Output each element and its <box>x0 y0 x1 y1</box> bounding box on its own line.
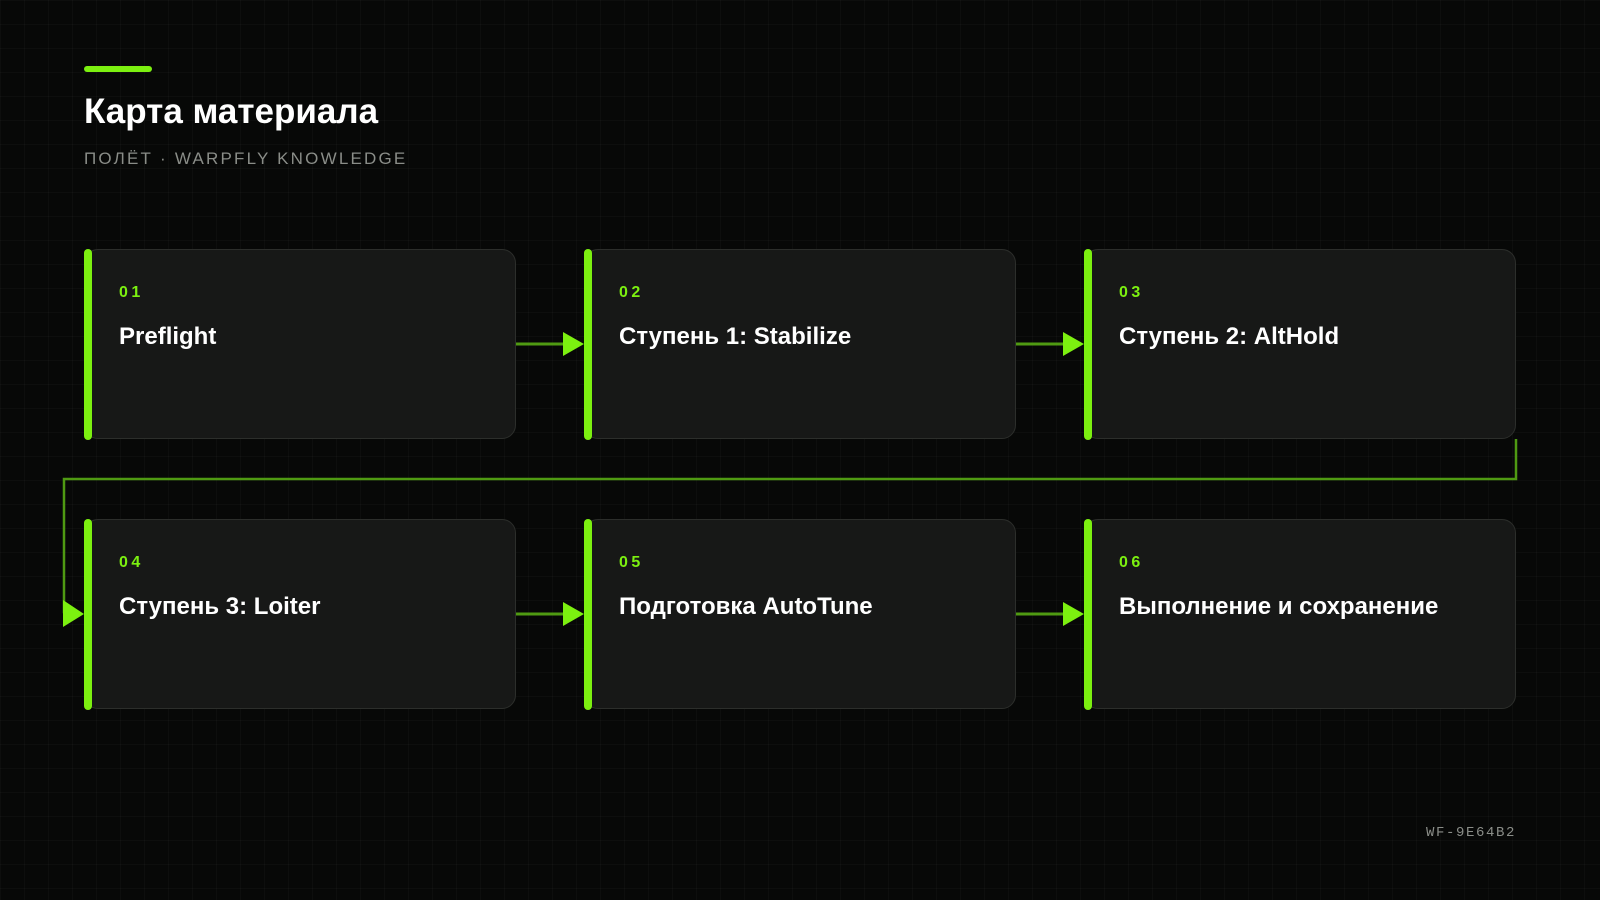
step-title: Подготовка AutoTune <box>619 593 873 620</box>
step-number: 04 <box>119 554 144 571</box>
step-number: 06 <box>1119 554 1144 571</box>
step-number: 05 <box>619 554 644 571</box>
card-accent-bar <box>83 518 92 710</box>
connector-2-3 <box>1016 332 1084 356</box>
page-subtitle: ПОЛЁТ · WARPFLY KNOWLEDGE <box>84 149 408 168</box>
connector-1-2 <box>516 332 584 356</box>
arrow-head-icon <box>63 600 84 627</box>
step-card-preflight[interactable]: 01 Preflight <box>83 248 516 440</box>
arrow-head-icon <box>1063 602 1084 626</box>
title-accent-bar <box>84 66 152 72</box>
connector-5-6 <box>1016 602 1084 626</box>
step-card-execute-save[interactable]: 06 Выполнение и сохранение <box>1083 518 1516 710</box>
connector-4-5 <box>516 602 584 626</box>
document-code: WF-9E64B2 <box>1425 825 1516 841</box>
card-accent-bar <box>1083 518 1092 710</box>
arrow-head-icon <box>563 602 584 626</box>
arrow-head-icon <box>1063 332 1084 356</box>
step-number: 02 <box>619 284 644 301</box>
step-title: Ступень 3: Loiter <box>119 593 321 620</box>
step-card-autotune-prep[interactable]: 05 Подготовка AutoTune <box>583 518 1016 710</box>
step-number: 03 <box>1119 284 1144 301</box>
step-card-loiter[interactable]: 04 Ступень 3: Loiter <box>83 518 516 710</box>
arrow-head-icon <box>563 332 584 356</box>
step-title: Ступень 2: AltHold <box>1119 323 1340 350</box>
card-accent-bar <box>583 518 592 710</box>
step-card-stabilize[interactable]: 02 Ступень 1: Stabilize <box>583 248 1016 440</box>
card-accent-bar <box>583 248 592 440</box>
page-title: Карта материала <box>84 92 379 131</box>
connector-3-4 <box>62 439 1518 627</box>
step-card-althold[interactable]: 03 Ступень 2: AltHold <box>1083 248 1516 440</box>
step-title: Выполнение и сохранение <box>1119 593 1439 620</box>
card-accent-bar <box>83 248 92 440</box>
step-number: 01 <box>119 284 144 301</box>
card-accent-bar <box>1083 248 1092 440</box>
step-title: Preflight <box>119 323 217 350</box>
step-title: Ступень 1: Stabilize <box>619 323 852 350</box>
